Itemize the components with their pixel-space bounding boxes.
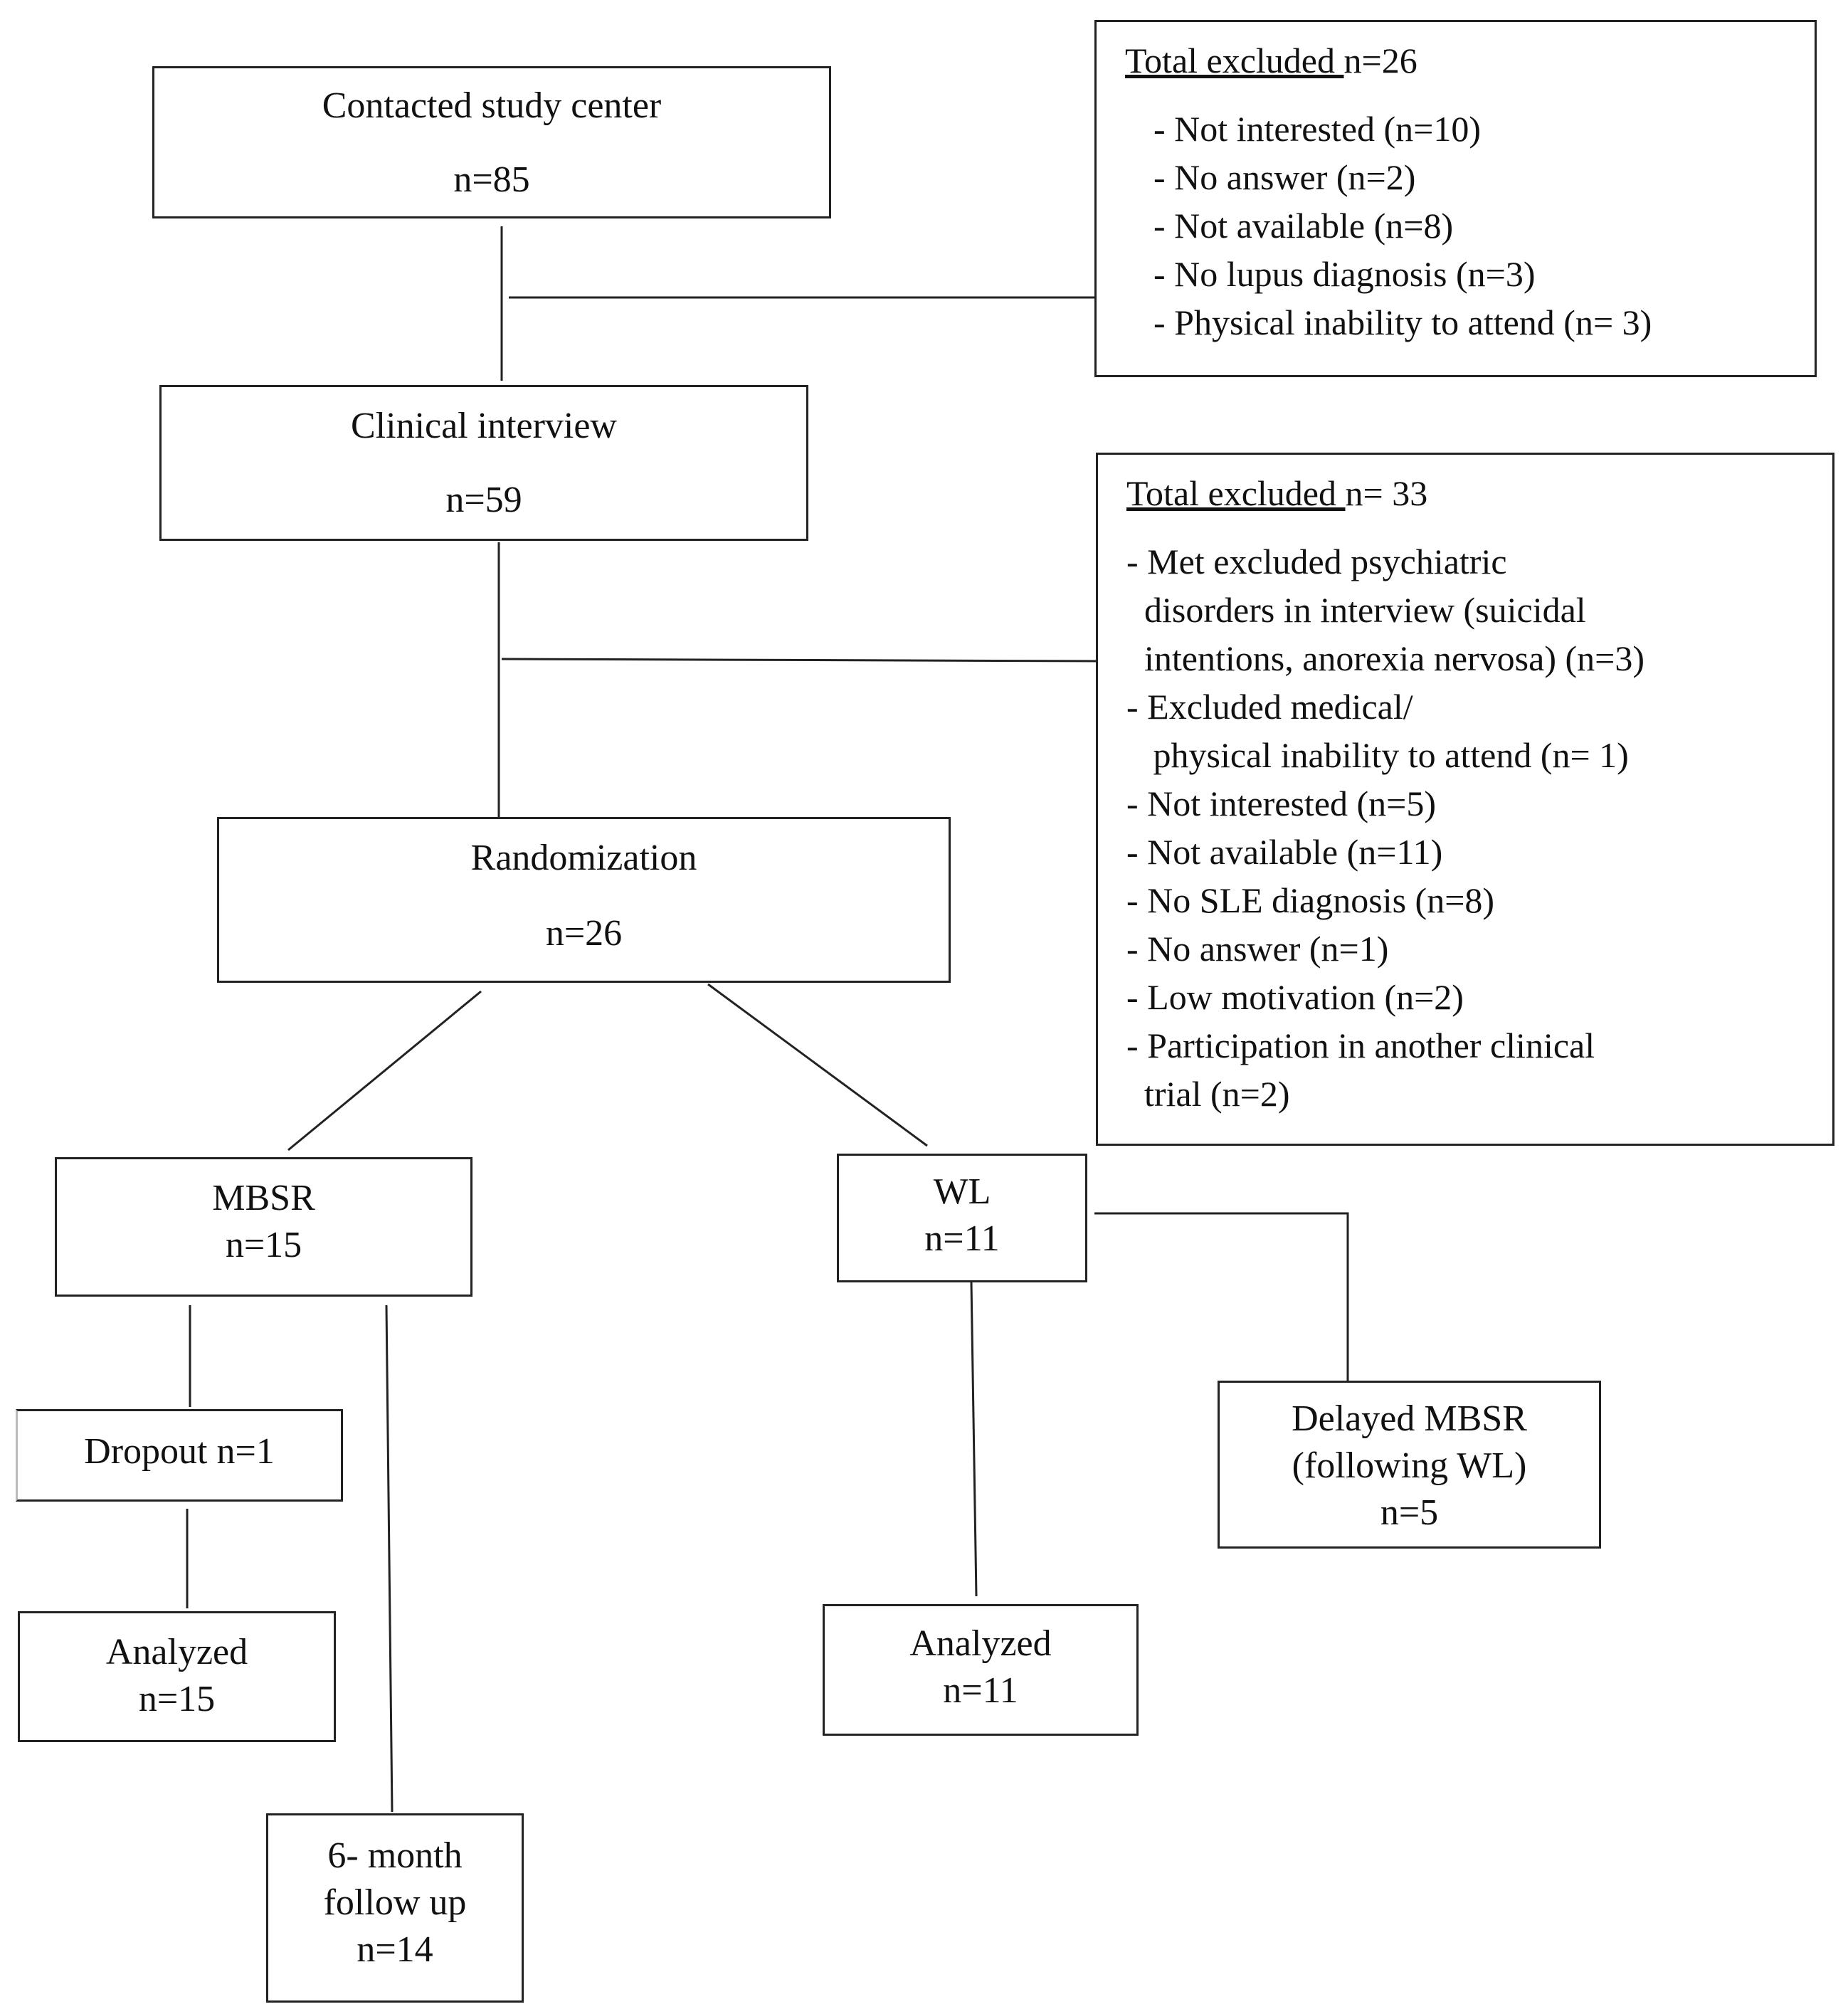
interview-count: n=59 <box>445 480 522 520</box>
exclusion-2-list: - Met excluded psychiatric disorders in … <box>1126 537 1832 1118</box>
exclusion-2-title: Total excluded <box>1126 473 1346 513</box>
list-item: - No answer (n=2) <box>1153 157 1416 197</box>
list-item: - Physical inability to attend (n= 3) <box>1153 302 1652 342</box>
exclusion-1-list: - Not interested (n=10) - No answer (n=2… <box>1153 105 1815 347</box>
list-item: - No answer (n=1) <box>1126 929 1389 969</box>
list-item: trial (n=2) <box>1126 1074 1290 1114</box>
contacted-label: Contacted study center <box>322 85 662 126</box>
exclusion-1-heading: Total excluded n=26 <box>1125 36 1815 85</box>
wl-box: WL n=11 <box>837 1154 1087 1282</box>
analyzed-wl-count: n=11 <box>943 1670 1018 1711</box>
randomization-box: Randomization n=26 <box>217 817 951 983</box>
connector-exclusion2 <box>501 658 1102 663</box>
connector-wl-delayed <box>1094 1212 1349 1383</box>
list-item: - No lupus diagnosis (n=3) <box>1153 254 1536 294</box>
analyzed-mbsr-count: n=15 <box>138 1679 216 1719</box>
randomization-label: Randomization <box>470 838 697 878</box>
contacted-count: n=85 <box>453 159 530 200</box>
interview-label: Clinical interview <box>350 406 617 446</box>
list-item: - Not available (n=11) <box>1126 832 1443 872</box>
mbsr-label: MBSR <box>212 1178 315 1218</box>
wl-count: n=11 <box>924 1218 1000 1259</box>
analyzed-mbsr-box: Analyzed n=15 <box>18 1611 336 1742</box>
connector-rand-wl <box>707 983 928 1147</box>
list-item: - Low motivation (n=2) <box>1126 977 1464 1017</box>
list-item: physical inability to attend (n= 1) <box>1126 735 1629 775</box>
list-item: - Not interested (n=10) <box>1153 109 1482 149</box>
exclusion-2-count: n= 33 <box>1345 473 1428 513</box>
analyzed-mbsr-label: Analyzed <box>105 1632 248 1672</box>
exclusion-box-2: Total excluded n= 33 - Met excluded psyc… <box>1096 453 1834 1146</box>
exclusion-1-title: Total excluded <box>1125 41 1344 80</box>
list-item: - No SLE diagnosis (n=8) <box>1126 880 1495 920</box>
exclusion-2-heading: Total excluded n= 33 <box>1126 469 1832 517</box>
list-item: - Participation in another clinical <box>1126 1026 1595 1065</box>
contacted-box: Contacted study center n=85 <box>152 66 831 218</box>
list-item: - Not interested (n=5) <box>1126 784 1437 823</box>
followup-count: n=14 <box>357 1929 433 1970</box>
connector-rand-mbsr <box>287 990 482 1151</box>
wl-label: WL <box>933 1171 991 1212</box>
list-item: disorders in interview (suicidal <box>1126 590 1586 630</box>
delayed-line2: (following WL) <box>1292 1445 1527 1486</box>
followup-box: 6- month follow up n=14 <box>266 1813 524 2003</box>
followup-line1: 6- month <box>327 1835 463 1876</box>
exclusion-1-count: n=26 <box>1343 41 1417 80</box>
randomization-count: n=26 <box>545 913 623 954</box>
mbsr-count: n=15 <box>225 1225 302 1265</box>
list-item: - Met excluded psychiatric <box>1126 542 1507 581</box>
connector-mbsr-followup <box>385 1304 394 1813</box>
delayed-mbsr-box: Delayed MBSR (following WL) n=5 <box>1218 1381 1601 1549</box>
delayed-line1: Delayed MBSR <box>1292 1398 1527 1439</box>
dropout-box: Dropout n=1 <box>16 1409 343 1502</box>
connector-wl-analyzed <box>970 1282 978 1597</box>
followup-line2: follow up <box>323 1882 467 1923</box>
list-item: - Not available (n=8) <box>1153 206 1454 246</box>
analyzed-wl-box: Analyzed n=11 <box>823 1604 1139 1736</box>
list-item: intentions, anorexia nervosa) (n=3) <box>1126 638 1644 678</box>
analyzed-wl-label: Analyzed <box>909 1623 1052 1664</box>
dropout-label: Dropout n=1 <box>84 1431 275 1472</box>
exclusion-box-1: Total excluded n=26 - Not interested (n=… <box>1094 20 1817 377</box>
list-item: - Excluded medical/ <box>1126 687 1413 727</box>
interview-box: Clinical interview n=59 <box>159 385 808 541</box>
delayed-count: n=5 <box>1380 1492 1439 1533</box>
mbsr-box: MBSR n=15 <box>55 1157 472 1297</box>
